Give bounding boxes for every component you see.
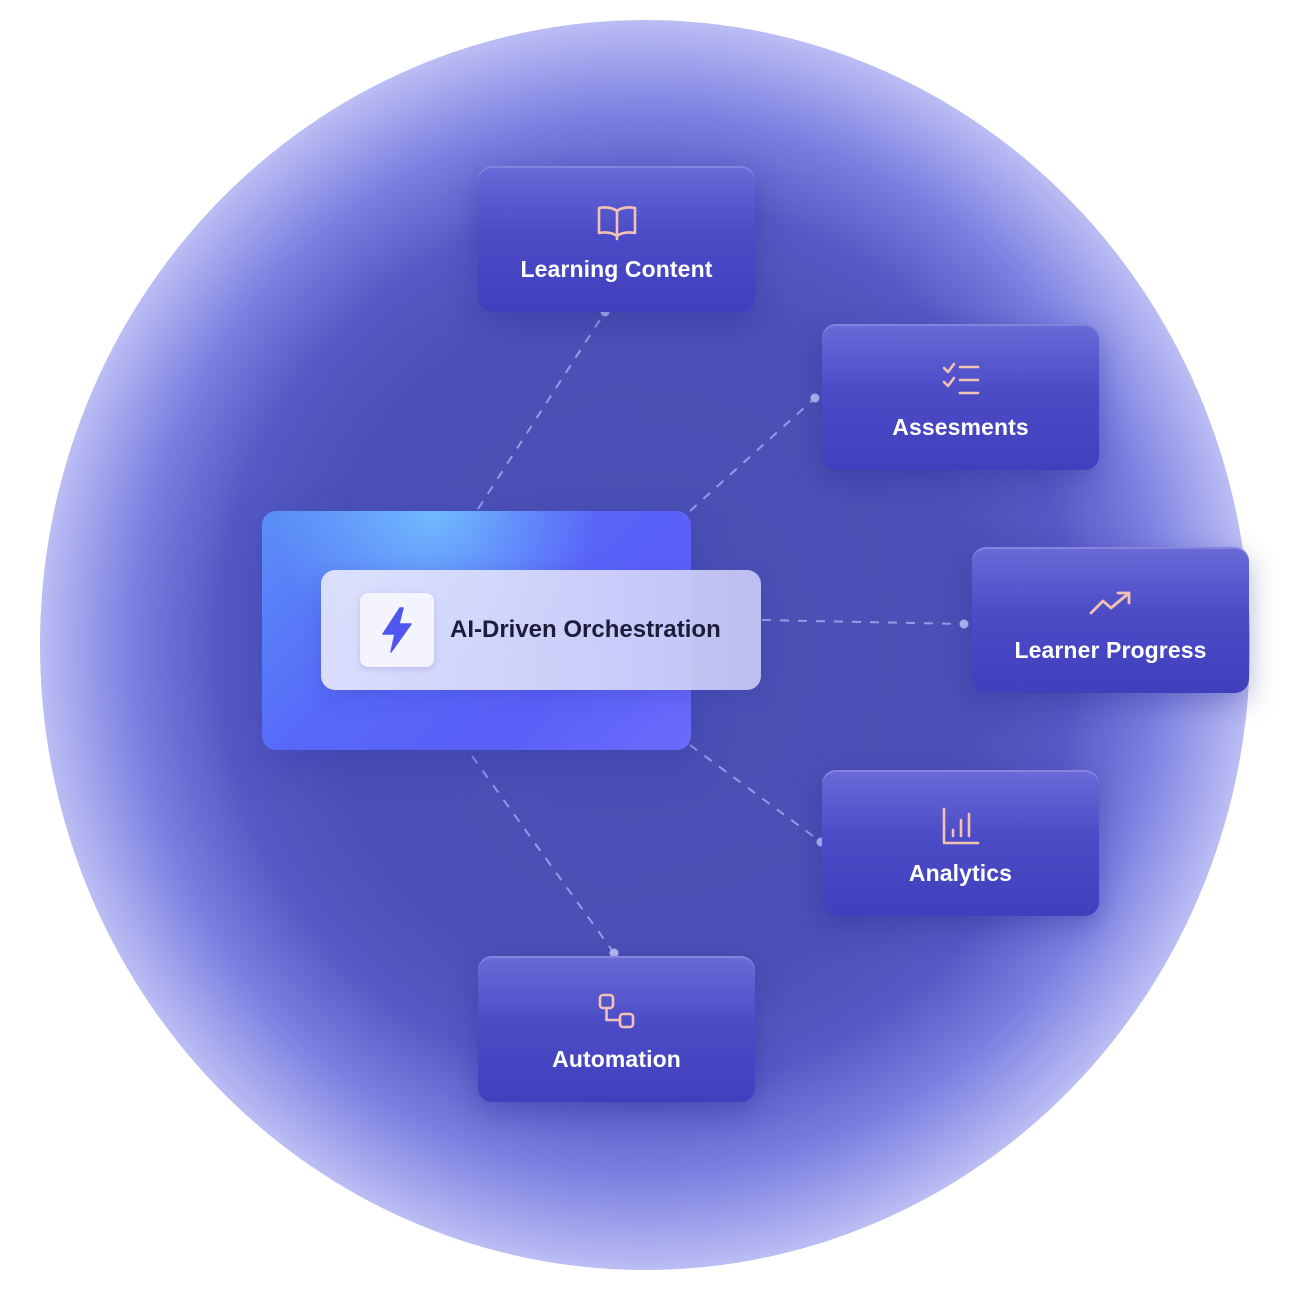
node-analytics[interactable]: Analytics bbox=[822, 770, 1099, 916]
node-label: Analytics bbox=[908, 859, 1013, 886]
hub-ai-driven-orchestration[interactable]: AI-Driven Orchestration bbox=[321, 570, 761, 690]
node-automation[interactable]: Automation bbox=[478, 956, 755, 1102]
node-label: Assesments bbox=[892, 413, 1029, 440]
connector-dot-assessments bbox=[810, 393, 820, 403]
lightning-bolt-icon bbox=[382, 607, 412, 653]
hub-label: AI-Driven Orchestration bbox=[450, 616, 721, 643]
checklist-icon bbox=[939, 358, 983, 402]
node-learning-content[interactable]: Learning Content bbox=[478, 166, 755, 312]
node-label: Learning Content bbox=[520, 255, 713, 282]
node-assessments[interactable]: Assesments bbox=[822, 324, 1099, 470]
workflow-icon bbox=[595, 990, 639, 1034]
node-label: Automation bbox=[552, 1045, 681, 1072]
connector-analytics bbox=[689, 744, 822, 843]
node-learner-progress[interactable]: Learner Progress bbox=[972, 547, 1249, 693]
trend-up-icon bbox=[1089, 581, 1133, 625]
connector-learner-progress bbox=[761, 619, 965, 625]
connector-assessments bbox=[689, 397, 816, 512]
bar-chart-icon bbox=[939, 804, 983, 848]
connector-automation bbox=[471, 755, 615, 954]
connector-dot-automation bbox=[609, 948, 619, 958]
connector-dot-learner-progress bbox=[959, 619, 969, 629]
open-book-icon bbox=[595, 200, 639, 244]
node-label: Learner Progress bbox=[1014, 636, 1207, 663]
hub-icon-box bbox=[360, 593, 434, 667]
connector-learning-content bbox=[477, 311, 606, 510]
